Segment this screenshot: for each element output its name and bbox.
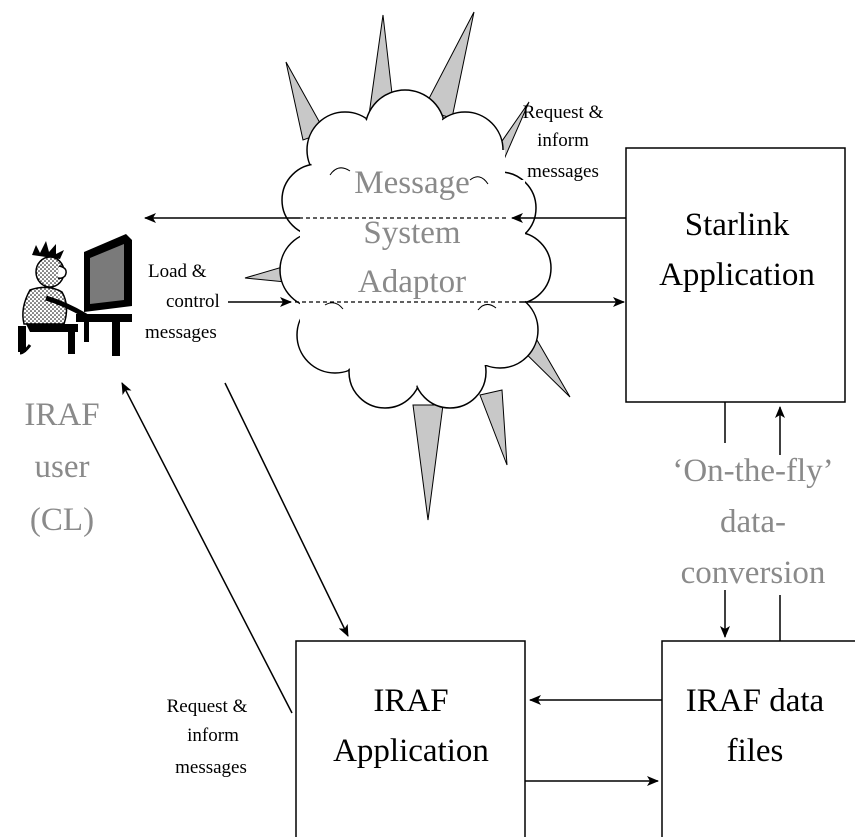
starlink-application-box — [625, 147, 846, 403]
request-inform-bottom-line3: messages — [175, 757, 247, 778]
user-label-line1: IRAF — [24, 397, 99, 433]
cloud-title-line3: Adaptor — [358, 264, 466, 300]
spike — [412, 404, 444, 521]
starlink-title-line2: Application — [659, 257, 815, 293]
request-inform-top-line2: inform — [537, 130, 589, 151]
request-inform-top-line1: Request & — [523, 102, 604, 123]
box-connections — [121, 382, 785, 786]
request-inform-bottom-line1: Request & — [167, 696, 248, 717]
load-control-line1: Load & — [148, 261, 207, 282]
iraf-data-files-box — [661, 640, 855, 837]
iraf-files-title-line1: IRAF data — [686, 683, 825, 719]
spike — [479, 389, 508, 466]
request-inform-bottom-line2: inform — [187, 725, 239, 746]
message-arrows — [144, 213, 626, 307]
request-inform-top-line3: messages — [527, 161, 599, 182]
conversion-line1: ‘On-the-fly’ — [672, 453, 833, 489]
arrow-user-to-iraf-app — [224, 382, 349, 637]
cloud-title-line2: System — [363, 215, 461, 251]
conversion-line2: data- — [720, 504, 786, 540]
iraf-app-title-line1: IRAF — [373, 683, 448, 719]
cloud-title-line1: Message — [354, 165, 469, 201]
iraf-application-box — [295, 640, 526, 837]
user-label-line3: (CL) — [30, 502, 94, 538]
iraf-files-title-line2: files — [727, 733, 784, 769]
arrow-iraf-app-to-user — [121, 382, 293, 714]
starlink-title-line1: Starlink — [685, 207, 790, 243]
user-label-line2: user — [35, 449, 90, 485]
load-control-line3: messages — [145, 322, 217, 343]
conversion-line3: conversion — [681, 555, 826, 591]
load-control-line2: control — [166, 291, 220, 312]
iraf-app-title-line2: Application — [333, 733, 489, 769]
computer-user-icon — [18, 234, 132, 356]
